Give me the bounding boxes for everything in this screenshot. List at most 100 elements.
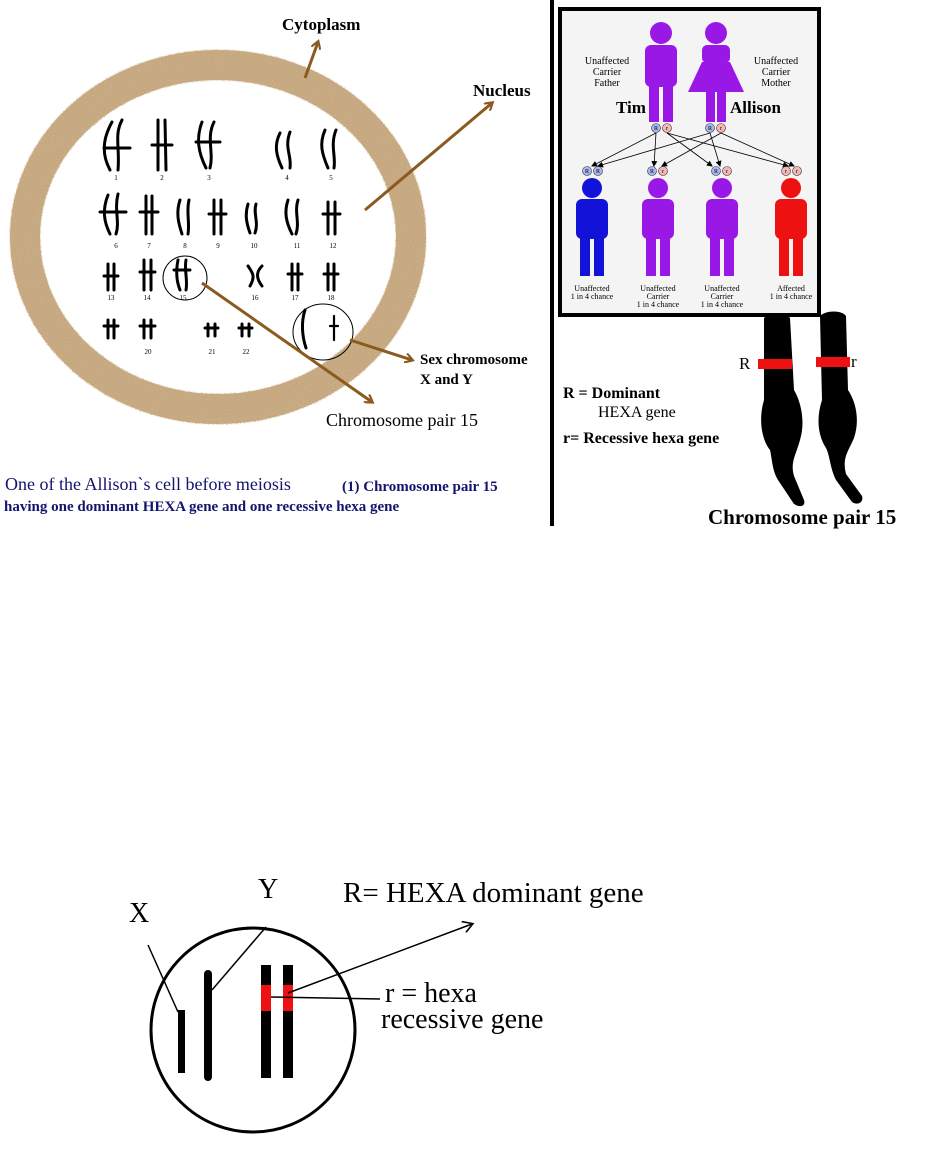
X-pointer [147,944,179,1013]
chromosome-number: 14 [144,294,152,302]
allele-label: r [785,169,787,175]
child-1-chance: 1 in 4 chance [571,292,614,301]
pedigree-panel: Unaffected Carrier Father Unaffected Car… [558,7,821,317]
child-figure-2 [642,178,674,276]
child-figure-1 [576,178,608,276]
chromosome-number: 8 [183,242,187,250]
allele-label: R [714,169,718,175]
R-pointer [287,924,472,994]
child-2-chance: 1 in 4 chance [637,300,680,309]
zoom-panel: X Y R= HEXA dominant gene r = hexa reces… [129,874,644,1134]
allele-label: R [708,126,712,132]
chromosome-number: 16 [252,294,260,302]
father-status-line3: Father [594,78,620,89]
sex-chromosome-label-line2: X and Y [420,372,473,388]
inheritance-lines [591,132,795,168]
sex-chromosome-label: Sex chromosome [420,352,528,368]
mother-status-line1: Unaffected [754,56,798,67]
cell-caption-line2: having one dominant HEXA gene and one re… [4,499,399,515]
chromosome-number: 4 [285,174,289,182]
chromosome-number: 15 [180,294,188,302]
allele-label: r [666,126,668,132]
chromosome-number: 18 [328,294,336,302]
pair15-detail-title: Chromosome pair 15 [708,505,896,529]
father-name: Tim [616,98,646,117]
zoom-label-X: X [129,898,149,929]
child-3-carrier: Carrier [711,292,734,301]
allele-label: r [662,169,664,175]
father-figure [645,22,677,122]
Y-pointer [211,926,267,991]
gene-band-r [816,357,850,367]
sex-chromosome-arrow [349,338,412,360]
allele-label: R [650,169,654,175]
allele-label: R [596,169,600,175]
allele-label: r [796,169,798,175]
zoom-circle [149,926,357,1134]
chromosome-15-right [283,965,293,1078]
child-4-chance: 1 in 4 chance [770,292,813,301]
pair15-highlight-circle [162,255,208,301]
chromosome-Y [204,970,212,1081]
pair15-label: Chromosome pair 15 [326,410,478,430]
child-alleles: R R R r R r r r [582,166,802,176]
chromosome-number: 17 [292,294,300,302]
child-4-status: Affected [777,284,805,293]
nucleus-label: Nucleus [473,81,531,100]
legend-r: r= Recessive hexa gene [563,430,719,447]
mother-figure [688,22,744,122]
zoom-label-r-line2: recessive gene [381,1004,543,1035]
chromosome-15-left [261,965,271,1078]
chromosome-r [818,311,863,504]
nucleus-arrow [364,103,492,212]
child-2-carrier: Carrier [647,292,670,301]
chromosome-number: 9 [216,242,220,250]
allele-label: r [726,169,728,175]
zoom-label-r-line1: r = hexa [385,978,478,1009]
mother-status-line3: Mother [761,78,791,89]
sex-chromosome-highlight-circle [292,303,354,361]
father-status-line2: Carrier [593,67,622,78]
cell-caption-part1: One of the Allison`s cell before meiosis [5,474,291,494]
chromosome-number-labels: 1 2 3 4 5 6 7 8 9 10 11 12 13 14 15 16 1… [108,174,338,356]
gene-band-R [758,359,792,369]
r-pointer [270,996,381,1000]
allele-label: r [720,126,722,132]
cell-caption-part2: (1) Chromosome pair 15 [342,479,498,495]
child-2-status: Unaffected [640,284,675,293]
chromosome-number: 5 [329,174,333,182]
chromosome-number: 6 [114,242,118,250]
mother-status-line2: Carrier [762,67,791,78]
father-status-line1: Unaffected [585,56,629,67]
child-3-chance: 1 in 4 chance [701,300,744,309]
legend-R-line2: HEXA gene [598,404,676,421]
pair15-label-R: R [739,354,751,373]
child-3-status: Unaffected [704,284,739,293]
chromosome-number: 12 [330,242,338,250]
chromosome-number: 2 [160,174,164,182]
child-figure-3 [706,178,738,276]
pair15-label-r: r [851,352,857,371]
karyotype [98,118,342,350]
chromosome-number: 7 [147,242,151,250]
pair15-detail-panel: R r R = Dominant HEXA gene r= Recessive … [563,311,896,529]
cytoplasm-label: Cytoplasm [282,15,360,34]
chromosome-X [178,1010,185,1073]
pair15-arrow [201,281,372,402]
allele-label: R [585,169,589,175]
chromosome-R [761,313,805,507]
cell-panel: 1 2 3 4 5 6 7 8 9 10 11 12 13 14 15 16 1… [4,15,531,515]
chromosome-number: 3 [207,174,211,182]
chromosome-number: 10 [251,242,259,250]
gene-band-left [261,985,271,1011]
legend-R-line1: R = Dominant [563,385,661,402]
cytoplasm-arrow [303,42,318,79]
panel-divider [550,0,554,526]
child-figure-4 [775,178,807,276]
chromosome-number: 21 [209,348,217,356]
chromosome-number: 1 [114,174,118,182]
zoom-label-Y: Y [258,874,278,905]
zoom-label-R: R= HEXA dominant gene [343,877,644,909]
chromosome-number: 22 [243,348,251,356]
